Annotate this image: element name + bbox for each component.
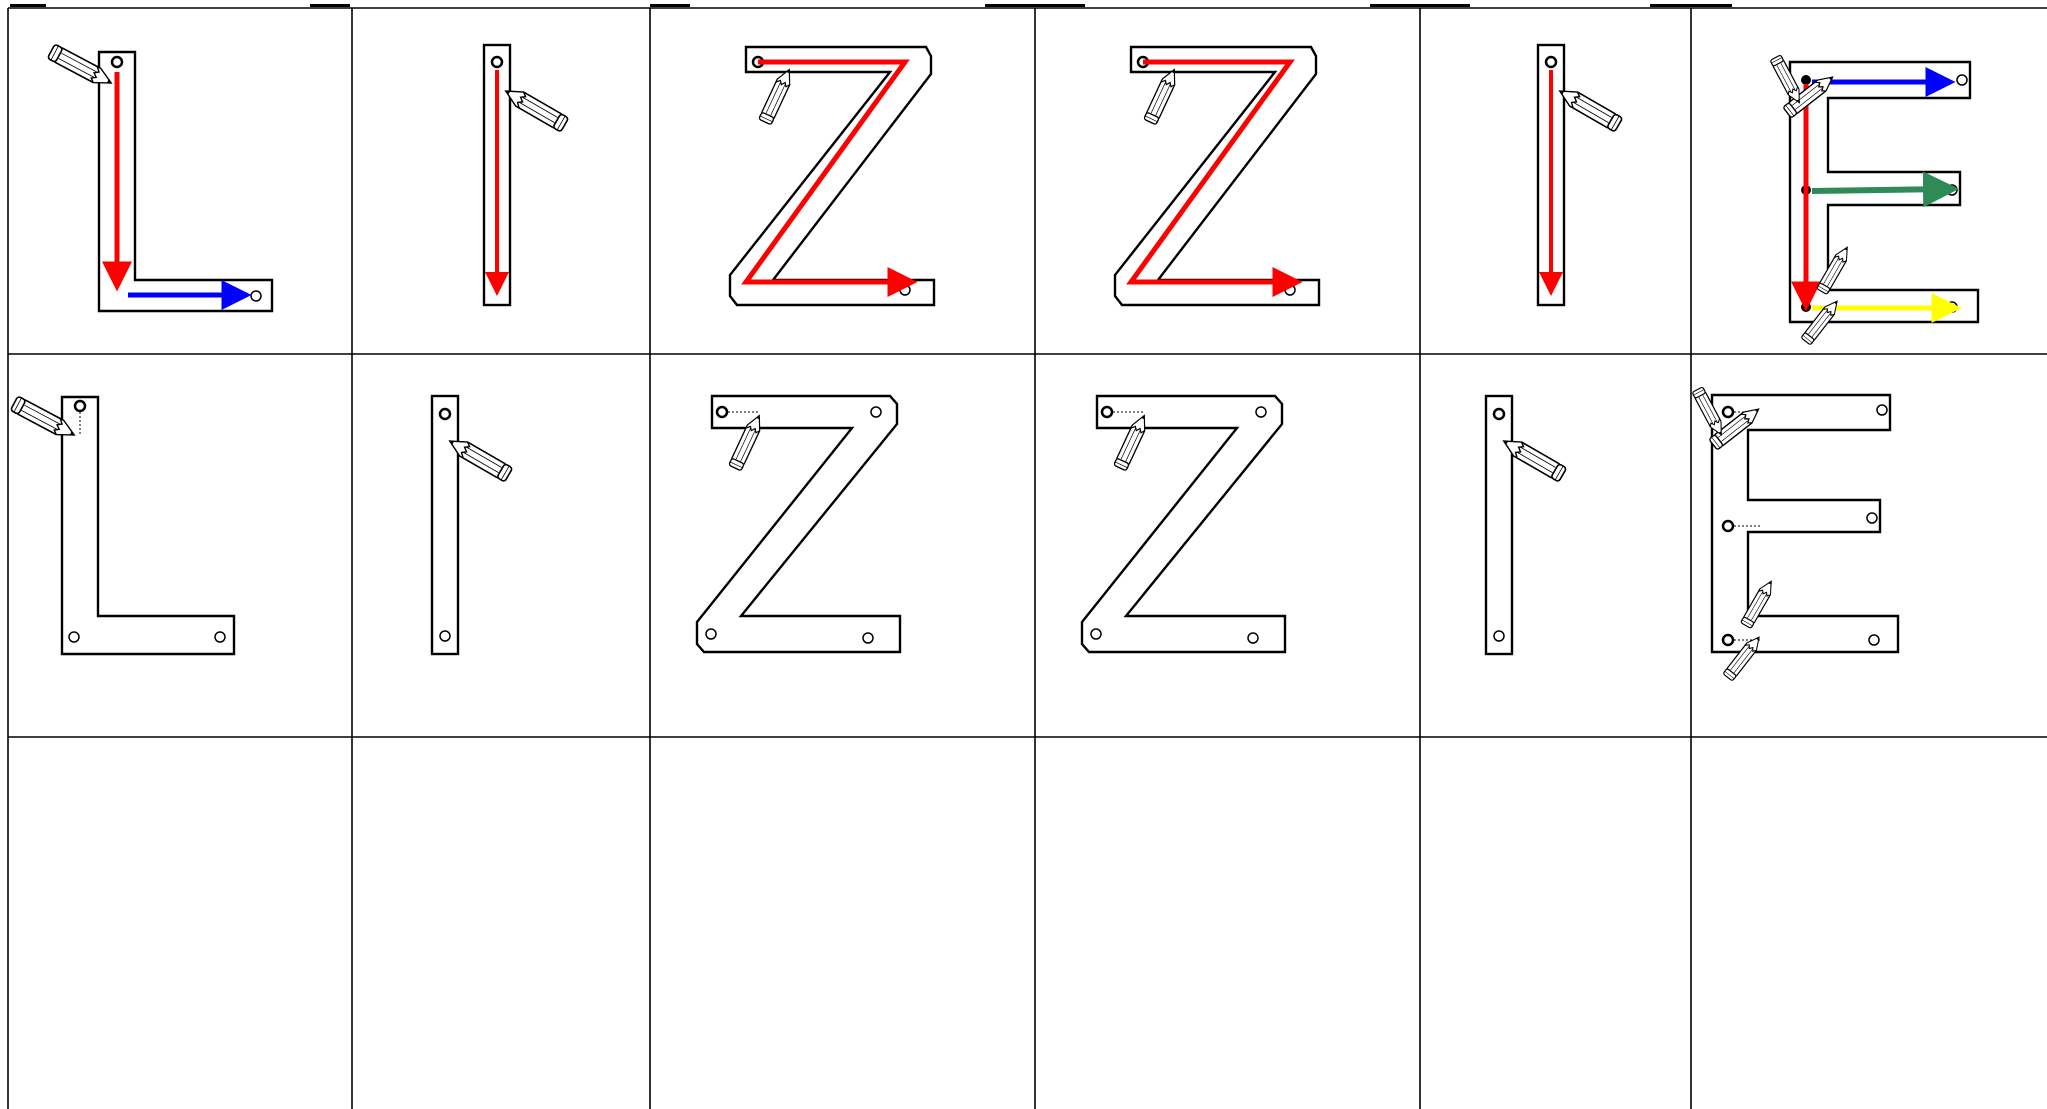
practice-cell[interactable]	[1421, 738, 1690, 1109]
letter-i-outline-only	[1486, 396, 1567, 654]
letter-z-outline	[730, 47, 934, 305]
end-dot-icon	[706, 629, 716, 639]
row-guided-tracing	[47, 44, 1978, 345]
practice-cell[interactable]	[353, 738, 649, 1109]
letter-i-outline	[432, 396, 458, 654]
start-dot-icon	[112, 57, 122, 67]
letter-i-guided	[484, 45, 569, 305]
letter-i-guided	[1538, 45, 1623, 305]
grid-top-ticks	[10, 4, 1732, 7]
row-blank-practice	[9, 738, 2047, 1109]
start-dot-icon	[440, 409, 450, 419]
start-dot-icon	[1546, 57, 1556, 67]
practice-cell[interactable]	[651, 738, 1034, 1109]
letter-z-outline-only	[1082, 396, 1285, 652]
end-dot-icon	[1256, 407, 1266, 417]
practice-cell[interactable]	[1692, 738, 2047, 1109]
start-dot-icon	[1102, 407, 1112, 417]
end-dot-icon	[69, 632, 79, 642]
letter-z-outline	[1082, 396, 1285, 652]
letter-e-outline	[1712, 395, 1898, 652]
pencil-icon	[759, 66, 796, 125]
start-dot-icon	[75, 401, 85, 411]
end-dot-icon	[1248, 633, 1258, 643]
end-dot-icon	[871, 407, 881, 417]
letter-l-outline	[99, 52, 272, 311]
letter-l-outline-only	[10, 396, 234, 654]
end-dot-icon	[1091, 629, 1101, 639]
start-dot-icon	[1723, 521, 1733, 531]
start-dot-icon	[1801, 75, 1811, 85]
end-dot-icon	[863, 633, 873, 643]
end-dot-icon	[251, 291, 261, 301]
start-dot-icon	[717, 407, 727, 417]
end-dot-icon	[900, 285, 910, 295]
start-dot-icon	[1494, 409, 1504, 419]
letter-z-guided	[1115, 47, 1319, 305]
practice-cell[interactable]	[1036, 738, 1419, 1109]
end-dot-icon	[440, 631, 450, 641]
pencil-icon	[1144, 66, 1181, 125]
letter-e-guided	[1770, 55, 1978, 345]
letter-z-outline	[1115, 47, 1319, 305]
row-outline-tracing	[10, 387, 1898, 681]
end-dot-icon	[1877, 405, 1887, 415]
end-dot-icon	[215, 632, 225, 642]
start-dot-icon	[1723, 635, 1733, 645]
letter-z-outline	[697, 396, 900, 652]
letter-z-guided	[730, 47, 934, 305]
letter-i-outline-only	[432, 396, 513, 654]
direction-arrow-icon	[1812, 189, 1950, 191]
start-dot-icon	[492, 57, 502, 67]
letter-i-outline	[1486, 396, 1512, 654]
end-dot-icon	[1869, 635, 1879, 645]
letter-z-outline-only	[697, 396, 900, 652]
letter-l-outline	[62, 397, 234, 654]
letter-e-outline-only	[1692, 387, 1898, 681]
end-dot-icon	[1494, 631, 1504, 641]
end-dot-icon	[1867, 513, 1877, 523]
end-dot-icon	[1285, 285, 1295, 295]
practice-cell[interactable]	[9, 738, 351, 1109]
start-dot-icon	[1723, 407, 1733, 417]
end-dot-icon	[1957, 75, 1967, 85]
letter-l-guided	[47, 44, 272, 311]
